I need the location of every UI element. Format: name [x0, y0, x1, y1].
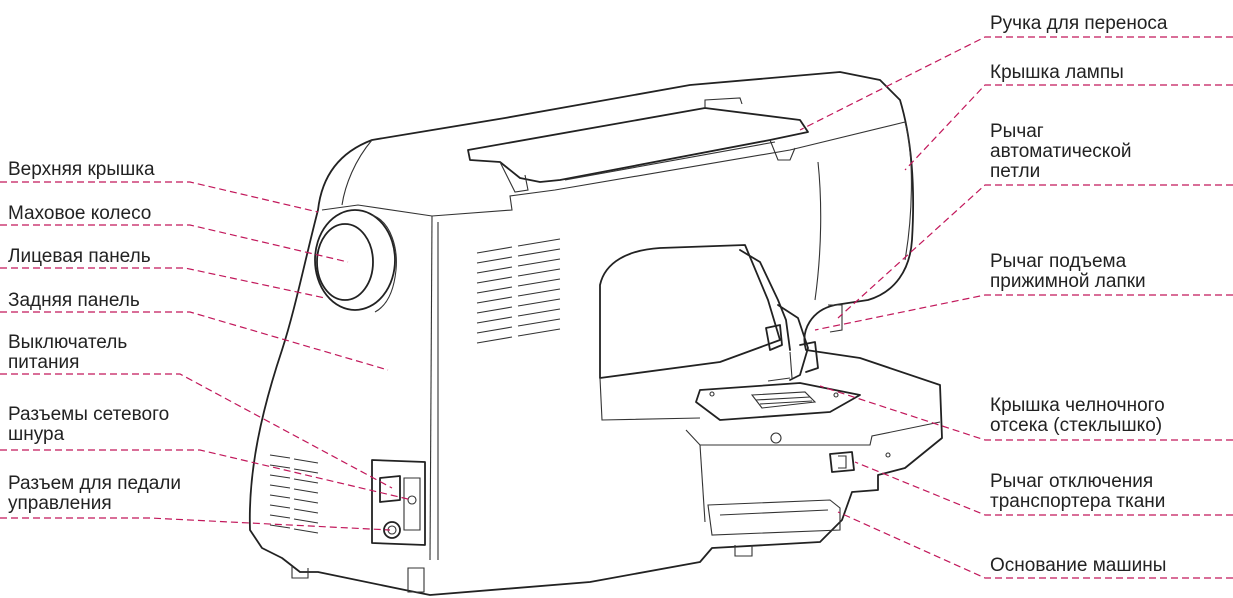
label-line: Выключатель	[8, 332, 128, 353]
label-line: Лицевая панель	[8, 246, 151, 267]
label-power-switch: Выключатель питания	[8, 333, 127, 373]
label-line: Основание машины	[990, 555, 1167, 576]
label-line: Задняя панель	[8, 290, 140, 311]
label-power-socket: Разъемы сетевого шнура	[8, 405, 169, 445]
label-line: Рычаг подъема	[990, 251, 1127, 272]
label-line: Крышка лампы	[990, 62, 1124, 83]
leader-lines	[0, 36, 1233, 579]
label-line: Рычаг отключения	[990, 471, 1154, 492]
needle-assembly	[739, 249, 843, 381]
label-line: Маховое колесо	[8, 203, 152, 224]
label-line: управления	[8, 493, 112, 514]
label-lamp-cover: Крышка лампы	[990, 63, 1124, 83]
bed-front	[685, 421, 941, 536]
label-line: Крышка челночного	[990, 395, 1165, 416]
label-line: отсека (стеклышко)	[990, 415, 1163, 436]
label-line: Ручка для переноса	[990, 13, 1168, 34]
label-presser-lever: Рычаг подъема прижимной лапки	[990, 252, 1146, 292]
label-line: Разъемы сетевого	[8, 404, 170, 425]
label-top-cover: Верхняя крышка	[8, 160, 155, 180]
label-line: Верхняя крышка	[8, 159, 155, 180]
label-machine-base: Основание машины	[990, 556, 1166, 576]
label-line: питания	[8, 352, 80, 373]
handwheel-drawing	[314, 209, 397, 313]
label-carry-handle: Ручка для переноса	[990, 14, 1168, 34]
label-line: Разъем для педали	[8, 473, 182, 494]
carry-handle-drawing	[467, 97, 809, 193]
label-buttonhole-lever: Рычаг автоматической петли	[990, 122, 1132, 182]
lower-vent	[269, 454, 319, 534]
label-back-panel: Задняя панель	[8, 291, 140, 311]
power-panel	[371, 459, 426, 593]
label-handwheel: Маховое колесо	[8, 204, 151, 224]
arm-opening	[599, 244, 781, 421]
machine-feet	[291, 545, 753, 579]
label-line: петли	[990, 161, 1041, 182]
label-line: прижимной лапки	[990, 271, 1146, 292]
needle-plate	[695, 377, 861, 421]
machine-body-outline	[248, 71, 943, 596]
label-line: автоматической	[990, 141, 1132, 162]
label-face-panel: Лицевая панель	[8, 247, 151, 267]
label-bobbin-cover: Крышка челночного отсека (стеклышко)	[990, 396, 1165, 436]
label-line: транспортера ткани	[990, 491, 1166, 512]
upper-vent	[476, 238, 561, 344]
label-line: Рычаг	[990, 121, 1044, 142]
label-pedal-socket: Разъем для педали управления	[8, 474, 181, 514]
label-line: шнура	[8, 424, 65, 445]
label-feed-dog-lever: Рычаг отключения транспортера ткани	[990, 472, 1165, 512]
